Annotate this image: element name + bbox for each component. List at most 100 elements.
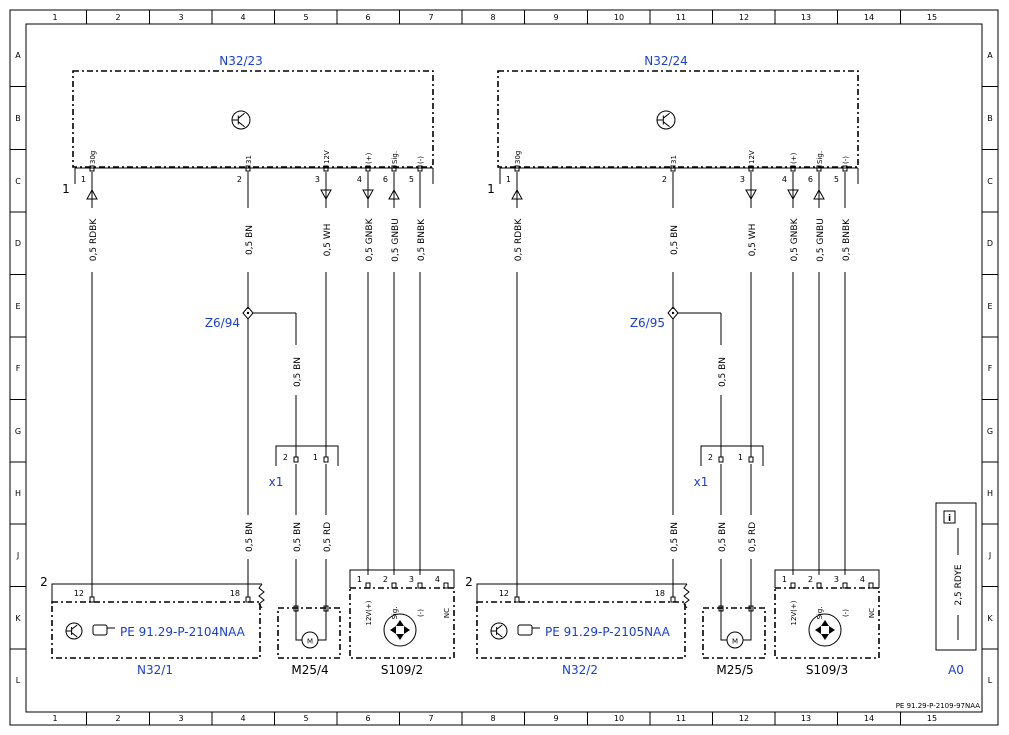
arrow-right-icon	[829, 626, 835, 634]
wire-label: 0,5 BN	[245, 225, 255, 255]
pin-signal: Sig.	[391, 151, 399, 164]
row-label: E	[15, 302, 20, 311]
pin-signal: (-)	[417, 156, 425, 164]
connector-bracket	[476, 583, 687, 604]
wire-label: 0,5 BN	[293, 357, 303, 387]
pin-terminal	[748, 456, 754, 463]
break-mark	[258, 583, 265, 609]
wire-label-bg	[715, 345, 727, 395]
wire	[743, 612, 752, 641]
wire-label-bg	[388, 208, 400, 272]
connector-marker: 2	[40, 575, 48, 589]
wire-label: 0,5 BNBK	[842, 218, 852, 261]
wire-label-bg	[290, 345, 302, 395]
switch-box	[349, 587, 455, 659]
motor-box	[702, 607, 766, 659]
wire-label: 0,5 RDBK	[89, 218, 99, 262]
row-label: L	[16, 676, 21, 685]
wire-label: 0,5 WH	[748, 224, 758, 257]
pin-number: 18	[230, 589, 240, 598]
wire-label: 0,5 RD	[323, 522, 333, 552]
info-icon: i	[948, 514, 951, 524]
pin-terminal	[842, 582, 848, 589]
motor-symbol: M	[307, 638, 313, 646]
column-label: 4	[240, 714, 245, 723]
pin-number: 1	[738, 453, 743, 462]
column-label: 8	[490, 13, 495, 22]
pin-number: 1	[81, 175, 86, 184]
switch-pin-label: NC	[868, 608, 876, 618]
pin-number: 1	[506, 175, 511, 184]
connector-bracket	[51, 583, 262, 604]
arrow-left-icon	[390, 626, 396, 634]
splice-id: Z6/95	[630, 316, 665, 330]
pin-terminal	[365, 165, 371, 172]
row-label: C	[987, 177, 993, 186]
pin-terminal	[293, 456, 299, 463]
row-label: A	[987, 51, 993, 60]
pin-terminal	[816, 165, 822, 172]
column-label: 3	[178, 13, 183, 22]
pin-signal: 31	[670, 155, 678, 164]
pin-terminal	[670, 596, 676, 603]
row-label: H	[15, 489, 21, 498]
pin-terminal	[89, 165, 95, 172]
row-label: A	[15, 51, 21, 60]
column-label: 11	[676, 714, 686, 723]
connector-id: x1	[694, 475, 709, 489]
switch-pin-label: 12V(+)	[790, 600, 798, 625]
pin-terminal	[790, 165, 796, 172]
row-label: G	[987, 427, 993, 436]
arrow-up-icon	[821, 620, 829, 626]
break-mark	[683, 583, 690, 609]
switch-pin-label: (-)	[842, 609, 850, 617]
transistor-lead	[496, 624, 503, 630]
legend-box: i 2,5 RDYE A0	[935, 502, 977, 677]
column-label: 6	[365, 13, 370, 22]
wire-label: 0,5 BN	[245, 522, 255, 552]
switch-pin-label: (-)	[417, 609, 425, 617]
pin-terminal	[670, 165, 676, 172]
wire	[720, 612, 727, 641]
column-label: 9	[553, 13, 558, 22]
column-label: 14	[864, 13, 874, 22]
wire-label-bg	[813, 208, 825, 272]
pin-signal: Sig.	[816, 151, 824, 164]
transistor-lead	[662, 121, 670, 128]
pin-terminal	[868, 582, 874, 589]
motor-icon	[301, 631, 319, 649]
column-label: 10	[614, 714, 624, 723]
pin-terminal	[323, 456, 329, 463]
control-module-id: N32/24	[644, 54, 688, 68]
motor-box	[277, 607, 341, 659]
pin-number: 4	[357, 175, 362, 184]
wire-label-bg	[320, 515, 332, 559]
switch-pin-label: Sig.	[816, 606, 824, 619]
column-label: 15	[927, 714, 937, 723]
pin-terminal	[391, 165, 397, 172]
transistor-lead	[237, 121, 245, 128]
wire-label: 0,5 BN	[293, 522, 303, 552]
row-label: D	[15, 239, 21, 248]
pin-terminal	[417, 165, 423, 172]
arrow-right-icon	[404, 626, 410, 634]
pin-terminal	[245, 596, 251, 603]
legend-id: A0	[948, 663, 964, 677]
wire-label: 0,5 GNBK	[365, 217, 375, 261]
wire-label-bg	[290, 515, 302, 559]
pin-terminal	[718, 456, 724, 463]
row-label: K	[15, 614, 21, 623]
row-label: J	[16, 551, 19, 560]
wire-label-bg	[745, 515, 757, 559]
arrow-up-icon	[396, 620, 404, 626]
reference-hand-icon	[92, 624, 108, 636]
row-label: G	[15, 427, 21, 436]
arrow-down-icon	[821, 634, 829, 640]
pin-terminal	[842, 165, 848, 172]
pin-number: 4	[782, 175, 787, 184]
pin-number: 18	[655, 589, 665, 598]
